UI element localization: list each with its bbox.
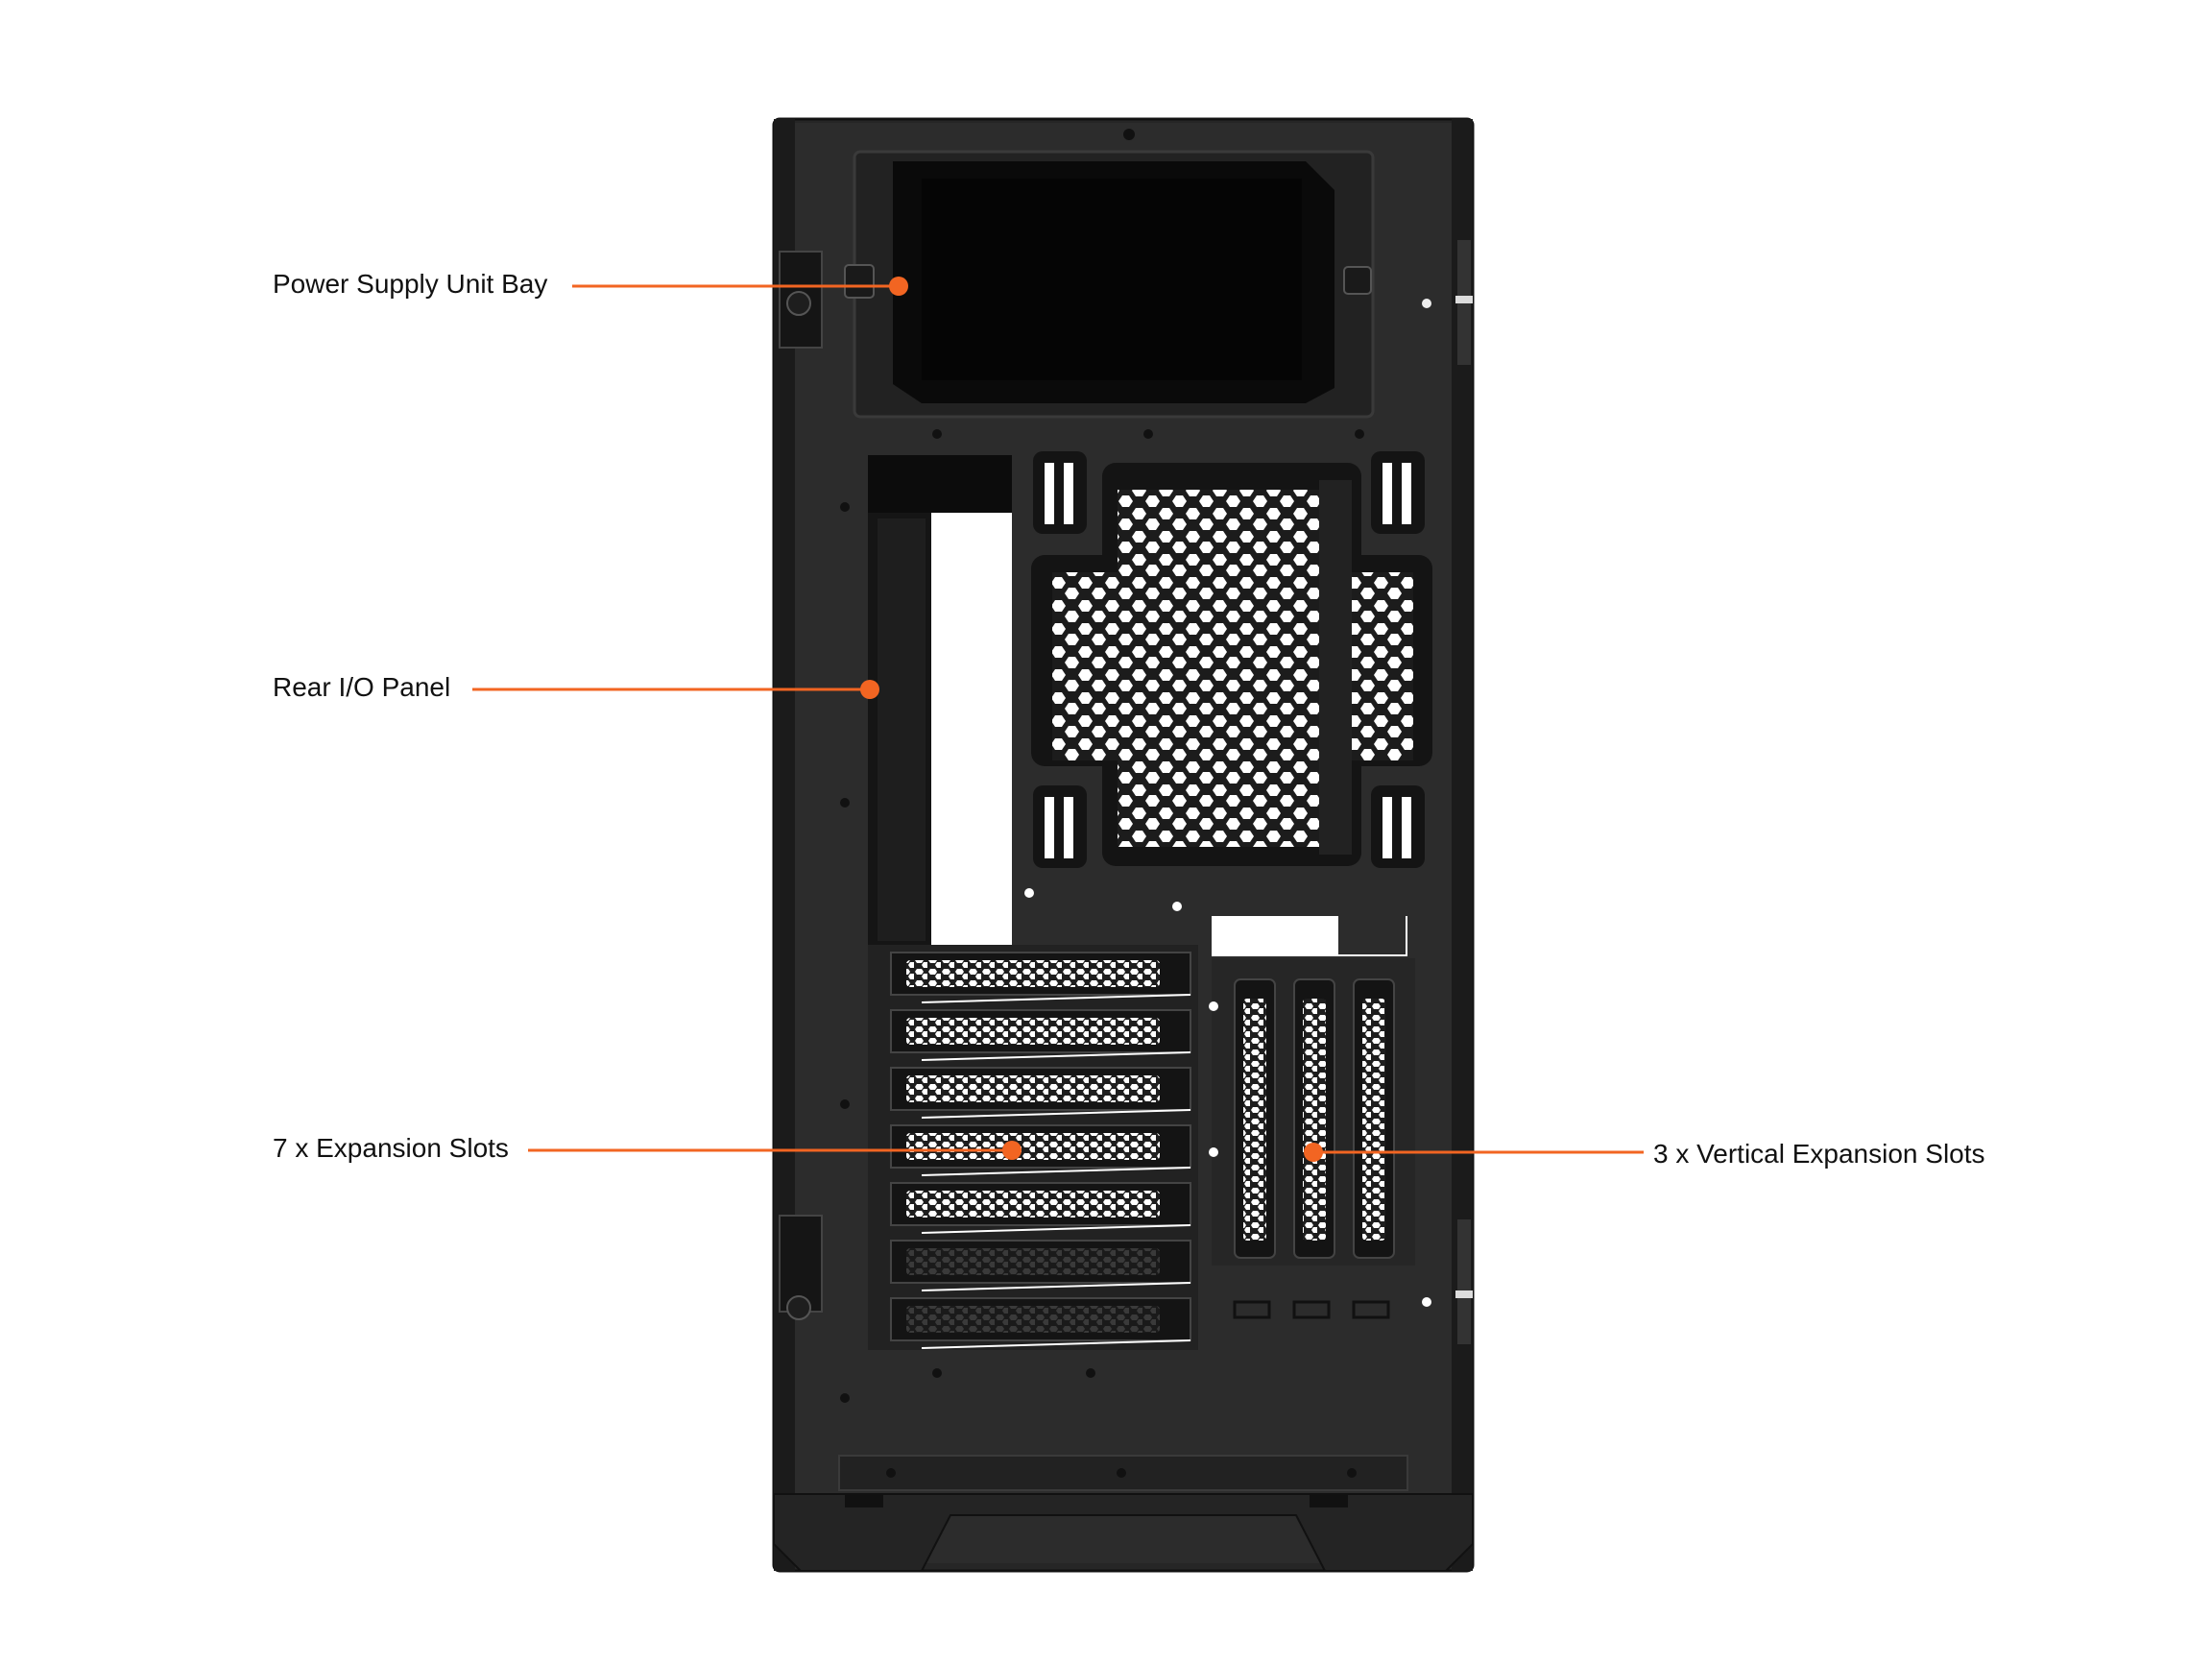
expansion-slot-cover	[890, 1240, 1191, 1291]
callout-lines	[472, 277, 1644, 1162]
vertical-slot-cover	[1234, 978, 1276, 1259]
callout-line-rear-io	[472, 680, 879, 699]
callout-label-vertical-slots: 3 x Vertical Expansion Slots	[1653, 1139, 1985, 1169]
expansion-slot-cover	[890, 1182, 1191, 1234]
psu-bay	[844, 129, 1431, 439]
callout-label-psu-bay: Power Supply Unit Bay	[273, 269, 548, 299]
expansion-slot-cover	[890, 1124, 1191, 1176]
callout-line-vertical-slots	[1304, 1143, 1644, 1162]
vertical-slot-cover	[1353, 978, 1395, 1259]
vertical-slots-group	[1209, 916, 1431, 1319]
rear-io-cutout	[840, 455, 1012, 1403]
vertical-slot-cover	[1293, 978, 1335, 1259]
callout-label-expansion-slots: 7 x Expansion Slots	[273, 1133, 509, 1163]
callout-label-rear-io: Rear I/O Panel	[273, 672, 451, 702]
expansion-slots-group	[868, 945, 1198, 1350]
case-bottom	[773, 1368, 1474, 1572]
expansion-slot-cover	[890, 952, 1191, 1003]
expansion-slot-cover	[890, 1297, 1191, 1349]
expansion-slot-cover	[890, 1009, 1191, 1061]
rear-fan-mount	[1012, 451, 1452, 911]
expansion-slot-cover	[890, 1067, 1191, 1119]
callout-line-expansion-slots	[528, 1141, 1022, 1160]
callout-line-psu-bay	[572, 277, 908, 296]
